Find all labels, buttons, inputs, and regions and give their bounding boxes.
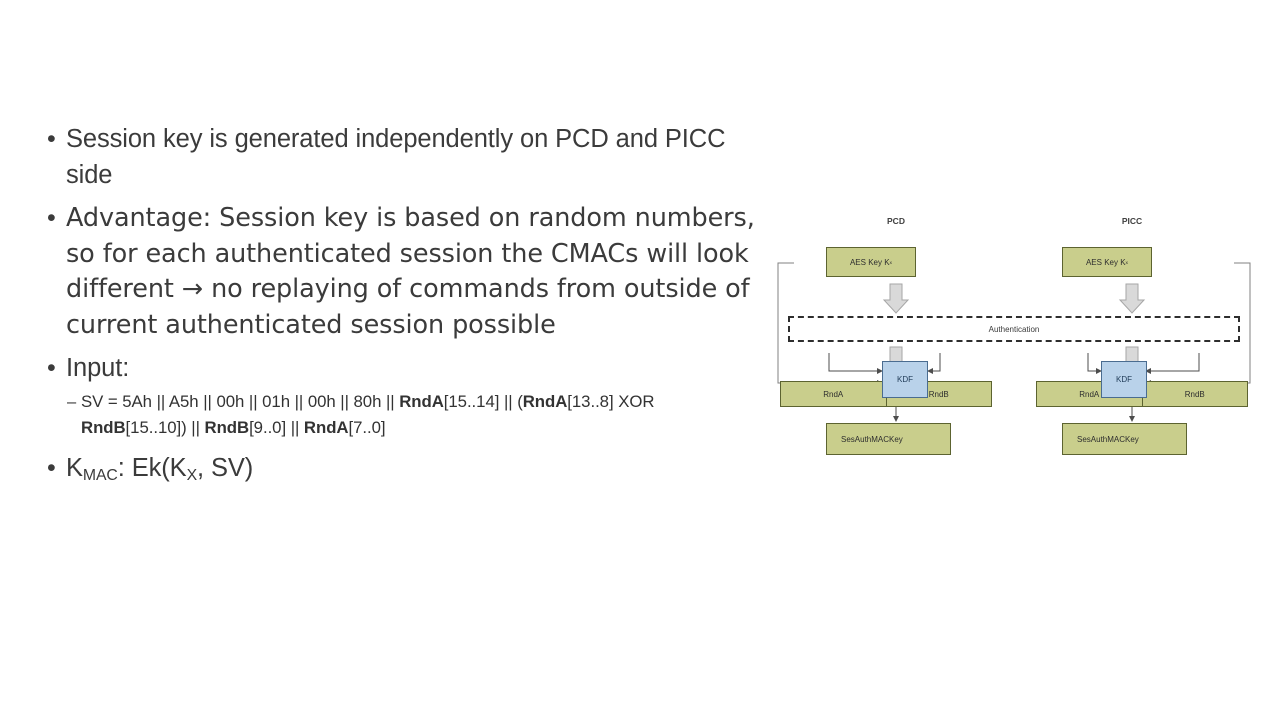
pcd-aes-key-label: AES Key K <box>849 257 890 267</box>
pcd-kdf-label: KDF <box>897 375 913 384</box>
picc-ses-auth-mac-key-box: SesAuthMACKey <box>1062 423 1187 455</box>
pcd-rnda-cell: RndA <box>781 382 887 406</box>
authentication-box: Authentication <box>788 316 1240 342</box>
kmac-subscript: MAC <box>82 466 118 484</box>
pcd-down-arrow-top <box>882 283 910 314</box>
sv-index-3: [15..10]) || <box>125 417 205 437</box>
bullet-item-3: • Input: <box>47 351 767 387</box>
pcd-ses-auth-mac-key-box: SesAuthMACKey <box>826 423 951 455</box>
bullet-text: Session key is generated independently o… <box>66 125 726 189</box>
kmac-tail: , SV) <box>197 453 254 482</box>
kx-subscript: X <box>186 466 198 484</box>
picc-rnda-to-kdf-line <box>1087 353 1102 374</box>
picc-down-arrow-top <box>1118 283 1146 314</box>
pcd-ses-auth-mac-key-label: SesAuthMACKey <box>841 434 903 444</box>
pcd-rnda-to-kdf-line <box>828 353 883 374</box>
sv-index-1: [15..14] || ( <box>443 391 523 411</box>
kmac-k: K <box>66 453 83 482</box>
sv-rnda-3: RndA <box>303 417 349 437</box>
sv-rndb-1: RndB <box>81 417 126 437</box>
picc-rndb-cell: RndB <box>1184 389 1205 399</box>
sv-rnda-1: RndA <box>399 391 444 411</box>
bullet-item-kmac: • KMAC: Ek(KX, SV) <box>47 451 767 490</box>
pcd-aes-key-subscript: x <box>889 260 893 266</box>
sv-index-4: [9..0] || <box>249 417 304 437</box>
kmac-formula: KMAC: Ek(KX, SV) <box>66 451 253 490</box>
bullet-text: Advantage: Session key is based on rando… <box>66 203 755 340</box>
bullet-item-1: • Session key is generated independently… <box>47 122 767 193</box>
picc-ses-auth-mac-key-label: SesAuthMACKey <box>1077 434 1139 444</box>
bullet-marker: • <box>47 125 56 153</box>
sv-index-2: [13..8] XOR <box>567 391 655 411</box>
sv-prefix: SV = 5Ah || A5h || 00h || 01h || 00h || … <box>81 391 400 411</box>
bullet-item-2: • Advantage: Session key is based on ran… <box>47 201 767 343</box>
pcd-kdf-box: KDF <box>882 361 928 398</box>
bullet-text: Input: <box>66 354 130 382</box>
sv-rndb-2: RndB <box>204 417 250 437</box>
column-header-picc: PICC <box>1121 216 1143 226</box>
picc-kdf-box: KDF <box>1101 361 1147 398</box>
picc-aes-key-label: AES Key K <box>1085 257 1126 267</box>
sv-rnda-2: RndA <box>522 391 568 411</box>
sv-formula-text: SV = 5Ah || A5h || 00h || 01h || 00h || … <box>81 389 701 441</box>
sub-bullet-marker: – <box>67 392 77 411</box>
sub-bullet-sv-formula: – SV = 5Ah || A5h || 00h || 01h || 00h |… <box>67 389 767 441</box>
picc-aes-key-subscript: x <box>1125 260 1129 266</box>
pcd-rndb-cell: RndB <box>928 389 949 399</box>
bullet-marker: • <box>47 354 56 382</box>
bullet-marker: • <box>47 453 56 482</box>
picc-rndb-to-kdf-line <box>1145 353 1200 374</box>
column-header-pcd: PCD <box>887 216 905 226</box>
kmac-mid: : Ek(K <box>117 453 187 482</box>
slide-body: • Session key is generated independently… <box>47 122 767 497</box>
sv-index-5: [7..0] <box>348 417 386 437</box>
pcd-rndb-to-kdf-line <box>927 353 941 374</box>
authentication-label: Authentication <box>988 324 1040 334</box>
bullet-marker: • <box>47 204 56 232</box>
picc-kdf-label: KDF <box>1116 375 1132 384</box>
